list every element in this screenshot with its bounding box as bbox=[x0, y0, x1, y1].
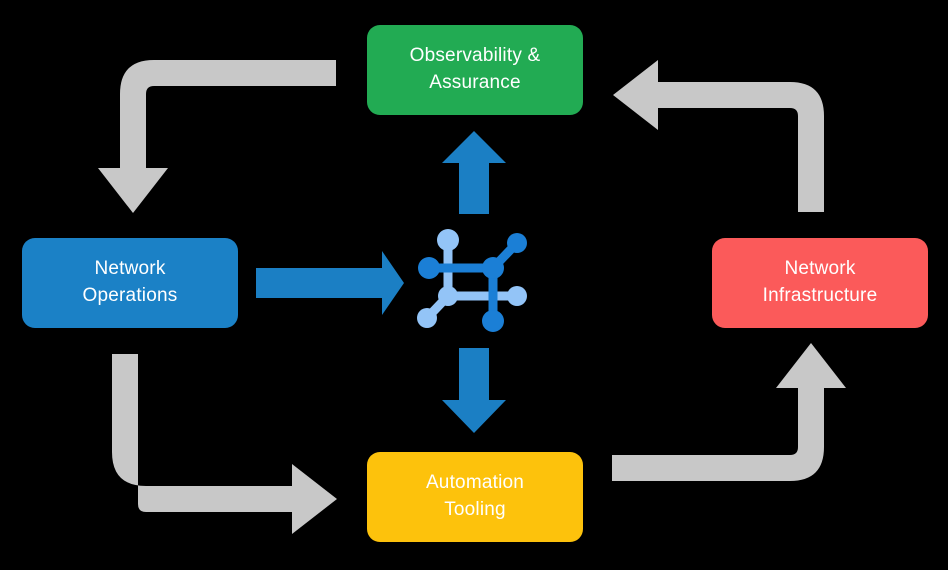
node-observability-and-assurance[interactable]: Observability & Assurance bbox=[367, 25, 583, 115]
node-label-operations: Network Operations bbox=[82, 258, 178, 306]
node-label-automation: Automation Tooling bbox=[425, 472, 525, 520]
node-label-observability: Observability & Assurance bbox=[409, 45, 541, 93]
connector-center-to-automation bbox=[442, 348, 506, 433]
connector-infrastructure-to-observability bbox=[613, 60, 824, 212]
node-label-infrastructure: Network Infrastructure bbox=[762, 258, 878, 306]
connector-observability-to-operations bbox=[98, 60, 336, 213]
connector-operations-to-center bbox=[256, 251, 404, 315]
node-automation-tooling[interactable]: Automation Tooling bbox=[367, 452, 583, 542]
topology-nodes-light bbox=[417, 229, 527, 328]
topology-nodes-dark bbox=[418, 233, 527, 332]
connector-center-to-observability bbox=[442, 131, 506, 214]
connector-operations-to-automation bbox=[112, 354, 337, 534]
node-network-operations[interactable]: Network Operations bbox=[22, 238, 238, 328]
node-network-infrastructure[interactable]: Network Infrastructure bbox=[712, 238, 928, 328]
network-topology-icon bbox=[417, 229, 527, 332]
connector-automation-to-infrastructure bbox=[612, 343, 846, 481]
